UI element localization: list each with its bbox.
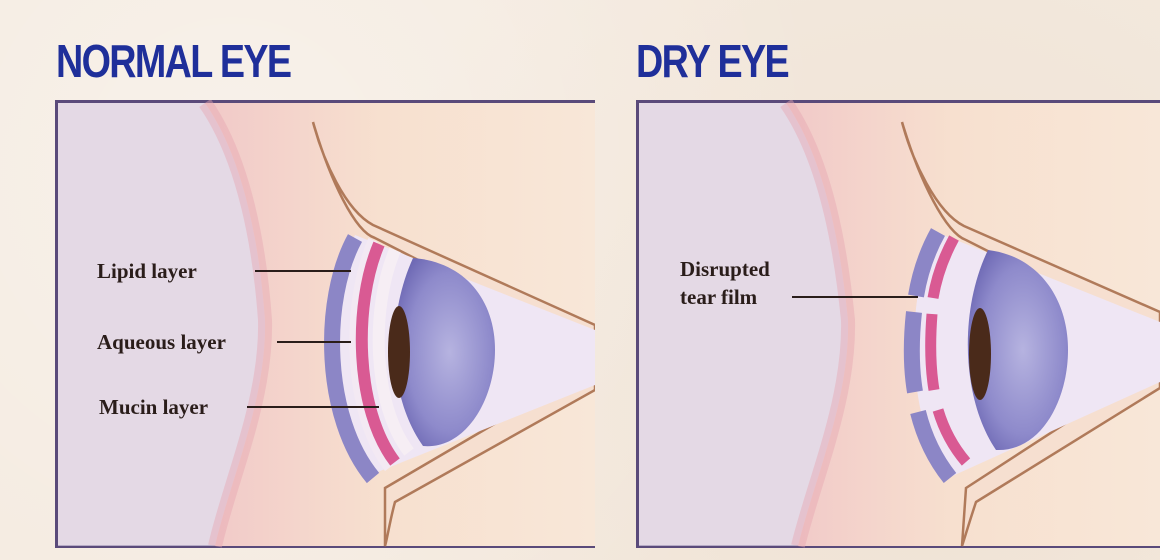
disrupted-label-line1: Disrupted <box>680 256 770 282</box>
normal-eye-title: NORMAL EYE <box>56 34 290 88</box>
aqueous-layer-label: Aqueous layer <box>97 329 226 355</box>
normal-eye-illustration <box>55 100 595 548</box>
disrupted-label-line2: tear film <box>680 284 757 310</box>
dry-eye-title: DRY EYE <box>636 34 788 88</box>
dry-eye-panel: Disrupted tear film <box>636 100 1160 548</box>
dry-eye-illustration <box>636 100 1160 548</box>
lipid-layer-label: Lipid layer <box>97 258 197 284</box>
pupil <box>388 306 410 398</box>
pupil <box>969 308 991 400</box>
normal-eye-panel: Lipid layer Aqueous layer Mucin layer <box>55 100 595 548</box>
mucin-layer-label: Mucin layer <box>99 394 208 420</box>
